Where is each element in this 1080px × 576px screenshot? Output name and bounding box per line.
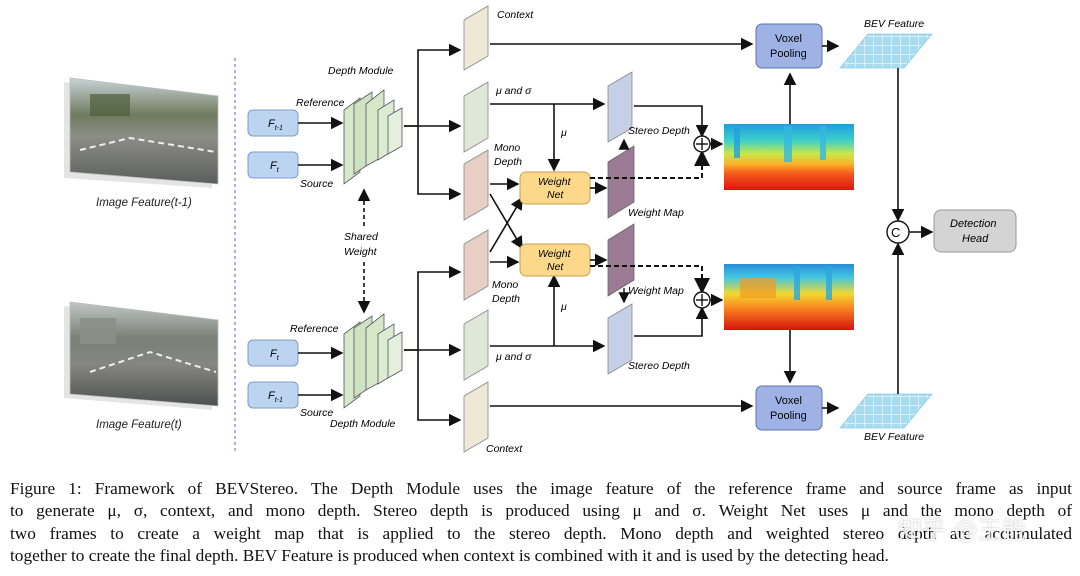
image-feature-bottom bbox=[64, 301, 219, 410]
weight-net-top: Weight Net bbox=[519, 171, 591, 205]
add-op-bottom bbox=[693, 291, 711, 309]
context-label-bottom: Context bbox=[486, 443, 523, 455]
svg-text:Weight: Weight bbox=[538, 176, 572, 188]
bev-feature-top bbox=[839, 33, 933, 69]
input-ft-top: Ft bbox=[247, 151, 299, 179]
add-op-top bbox=[693, 135, 711, 153]
svg-text:C: C bbox=[891, 225, 900, 240]
svg-text:Net: Net bbox=[547, 261, 564, 273]
caption-line-1: Figure 1: Framework of BEVStereo. The De… bbox=[10, 479, 1072, 498]
reference-label-bottom: Reference bbox=[290, 323, 339, 335]
context-plane-top bbox=[463, 5, 489, 71]
depth-module-label-bottom: Depth Module bbox=[330, 418, 396, 430]
mono-depth-label-bottom-1: Mono bbox=[492, 279, 518, 291]
voxel-pooling-top: Voxel Pooling bbox=[755, 23, 823, 69]
weight-map-label-bottom: Weight Map bbox=[628, 285, 684, 297]
mono-depth-label-top-2: Depth bbox=[494, 156, 522, 168]
depth-module-label-top: Depth Module bbox=[328, 65, 394, 77]
source-label-top: Source bbox=[300, 178, 333, 190]
weight-map-plane-bottom bbox=[607, 223, 635, 297]
svg-text:Ft: Ft bbox=[270, 348, 280, 362]
depth-module-top bbox=[343, 89, 403, 185]
shared-weight-label-2: Weight bbox=[344, 246, 378, 258]
image-feature-top bbox=[64, 77, 219, 188]
mono-plane-bottom bbox=[463, 229, 489, 301]
svg-text:Head: Head bbox=[962, 233, 989, 245]
svg-text:Detection: Detection bbox=[950, 218, 996, 230]
svg-text:Weight: Weight bbox=[538, 248, 572, 260]
stereo-depth-plane-top bbox=[607, 71, 633, 143]
framework-diagram: Image Feature(t-1) Image Feature(t) Ft-1… bbox=[64, 5, 1017, 455]
input-ft-1-bottom: Ft-1 bbox=[247, 381, 299, 409]
source-label-bottom: Source bbox=[300, 407, 333, 419]
voxel-pooling-bottom: Voxel Pooling bbox=[755, 385, 823, 431]
depth-module-bottom bbox=[343, 313, 403, 409]
context-plane-bottom bbox=[463, 381, 489, 453]
weight-map-label-top: Weight Map bbox=[628, 207, 684, 219]
input-ft-bottom: Ft bbox=[247, 339, 299, 367]
caption-line-4: together to create the final depth. BEV … bbox=[10, 546, 889, 566]
shared-weight-label-1: Shared bbox=[344, 231, 379, 243]
stereo-depth-plane-bottom bbox=[607, 303, 633, 375]
caption-line-3: two frames to create a weight map that i… bbox=[10, 523, 1072, 543]
svg-text:Pooling: Pooling bbox=[770, 48, 807, 60]
context-label-top: Context bbox=[497, 9, 534, 21]
caption-line-2: to generate μ, σ, context, and mono dept… bbox=[10, 501, 1072, 521]
svg-text:Ft: Ft bbox=[270, 160, 280, 174]
mono-plane-top bbox=[463, 149, 489, 221]
weight-map-plane-top bbox=[607, 145, 635, 219]
svg-text:Pooling: Pooling bbox=[770, 410, 807, 422]
figure-caption: Figure 1: Framework of BEVStereo. The De… bbox=[10, 478, 1072, 568]
mono-depth-label-top-1: Mono bbox=[494, 142, 520, 154]
mu-sigma-label-top: μ and σ bbox=[495, 85, 532, 97]
mu-label-bottom: μ bbox=[560, 301, 567, 313]
svg-text:Ft-1: Ft-1 bbox=[268, 390, 283, 404]
mu-sigma-plane-top bbox=[463, 81, 489, 153]
weight-net-bottom: Weight Net bbox=[519, 243, 591, 277]
concat-op: C bbox=[886, 220, 910, 244]
mu-sigma-plane-bottom bbox=[463, 309, 489, 381]
reference-label-top: Reference bbox=[296, 97, 345, 109]
image-feature-top-label: Image Feature(t-1) bbox=[96, 197, 192, 209]
svg-text:Net: Net bbox=[547, 189, 564, 201]
mu-sigma-label-bottom: μ and σ bbox=[495, 351, 532, 363]
stereo-depth-label-top: Stereo Depth bbox=[628, 125, 690, 137]
image-feature-bottom-label: Image Feature(t) bbox=[96, 419, 182, 431]
mu-label-top: μ bbox=[560, 127, 567, 139]
svg-text:Voxel: Voxel bbox=[775, 395, 802, 407]
watermark: 知乎 @王能 bbox=[898, 516, 1026, 544]
mono-depth-label-bottom-2: Depth bbox=[492, 293, 520, 305]
svg-text:Voxel: Voxel bbox=[775, 33, 802, 45]
final-depth-map-bottom bbox=[724, 264, 854, 330]
input-ft-1-top: Ft-1 bbox=[247, 109, 299, 137]
detection-head: Detection Head bbox=[933, 209, 1017, 253]
stereo-depth-label-bottom: Stereo Depth bbox=[628, 360, 690, 372]
bev-feature-bottom bbox=[839, 393, 933, 429]
bev-feature-label-bottom: BEV Feature bbox=[864, 431, 924, 443]
bev-feature-label-top: BEV Feature bbox=[864, 18, 924, 30]
final-depth-map-top bbox=[724, 124, 854, 190]
svg-text:Ft-1: Ft-1 bbox=[268, 118, 283, 132]
